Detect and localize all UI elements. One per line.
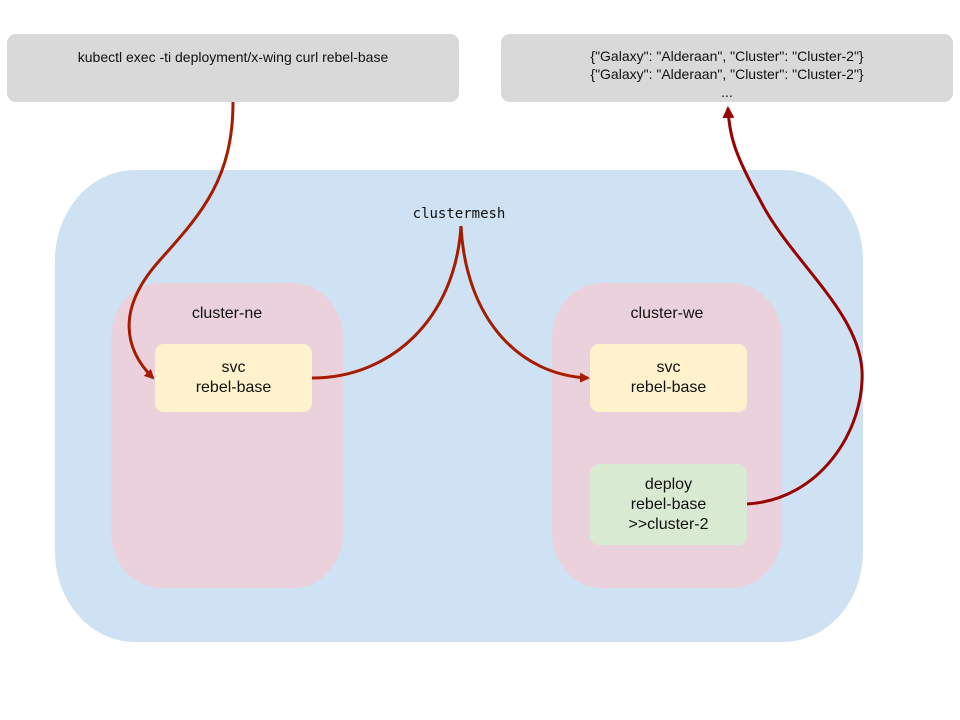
cluster-ne-svc-rebel-base: svc rebel-base (155, 344, 312, 412)
output-line: {"Galaxy": "Alderaan", "Cluster": "Clust… (590, 48, 864, 64)
output-box: {"Galaxy": "Alderaan", "Cluster": "Clust… (501, 34, 953, 102)
node-target: >>cluster-2 (628, 515, 709, 533)
node-kind: deploy (644, 475, 693, 493)
cluster-we-deploy-rebel-base: deploy rebel-base >>cluster-2 (590, 464, 747, 545)
cluster-we-label: cluster-we (630, 305, 704, 322)
output-ellipsis: ... (721, 84, 733, 100)
command-text: kubectl exec -ti deployment/x-wing curl … (77, 49, 389, 65)
node-kind: svc (221, 359, 246, 376)
cluster-we-svc-rebel-base: svc rebel-base (590, 344, 747, 412)
cluster-ne-container: cluster-ne (111, 283, 343, 588)
node-name: rebel-base (630, 495, 707, 513)
command-box: kubectl exec -ti deployment/x-wing curl … (7, 34, 459, 102)
output-lines: {"Galaxy": "Alderaan", "Cluster": "Clust… (501, 47, 953, 101)
node-kind: svc (656, 359, 681, 376)
node-name: rebel-base (195, 379, 272, 396)
output-line: {"Galaxy": "Alderaan", "Cluster": "Clust… (590, 66, 864, 82)
node-name: rebel-base (630, 379, 707, 396)
clustermesh-label: clustermesh (412, 206, 506, 222)
cluster-ne-label: cluster-ne (191, 305, 263, 322)
